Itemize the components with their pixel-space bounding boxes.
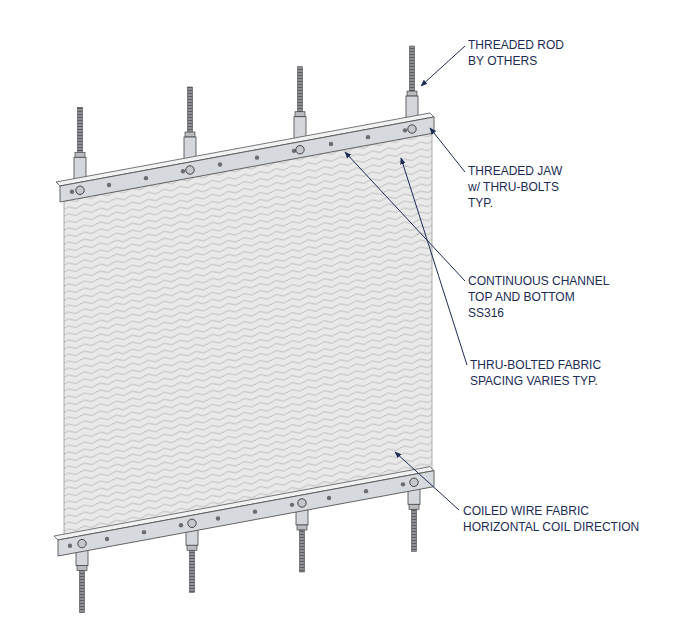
jaw-thru-bolt [410,478,418,486]
hex-nut [185,132,195,137]
fabric-bolt [107,183,111,187]
callout-label: THREADED JAW w/ THRU-BOLTS TYP. [468,163,572,211]
fabric-bolt [216,516,220,520]
hex-nut [75,152,85,157]
fabric-bolt [179,523,183,527]
top-channel [60,117,434,202]
callout-label: THREADED ROD BY OTHERS [468,37,572,69]
threaded-rod [412,509,417,551]
fabric-bolt [218,162,222,166]
callout-label: THRU-BOLTED FABRIC SPACING VARIES TYP. [470,357,610,389]
callout-label: COILED WIRE FABRIC HORIZONTAL COIL DIREC… [463,503,658,535]
hex-nut [295,112,305,117]
fabric-bolt [253,509,257,513]
jaw-thru-bolt [408,125,416,133]
hex-nut [407,91,417,96]
threaded-rod [190,550,195,592]
fabric-bolt [366,135,370,139]
fabric-bolt [401,482,405,486]
threaded-rod [300,530,305,572]
leader-line [401,158,467,365]
threaded-rod [80,571,85,613]
fabric-bolt [105,537,109,541]
fabric-bolt [142,530,146,534]
fabric-bolt [68,544,72,548]
fabric-bolt [255,155,259,159]
fabric-bolt [181,169,185,173]
bottom-channel [58,471,434,556]
top-channel-top-face [56,113,434,186]
bottom-channel-top-face [54,467,434,540]
fabric-bolt [403,128,407,132]
jaw-thru-bolt [296,146,304,154]
fabric-bolt [70,190,74,194]
leader-line [430,128,465,172]
hex-nut [77,566,87,571]
fabric-bolt [364,489,368,493]
jaw-thru-bolt [76,186,84,194]
fabric-bolt [290,503,294,507]
callout-label: CONTINUOUS CHANNEL TOP AND BOTTOM SS316 [468,273,614,321]
leader-line [421,46,465,86]
hex-nut [187,545,197,550]
fabric-bolt [329,142,333,146]
fabric-bolt [144,176,148,180]
hex-nut [409,504,419,509]
jaw-thru-bolt [78,539,86,547]
jaw-thru-bolt [298,499,306,507]
jaw-thru-bolt [188,519,196,527]
leader-line [395,452,459,510]
jaw-thru-bolt [186,166,194,174]
fabric-bolt [327,496,331,500]
hex-nut [297,525,307,530]
